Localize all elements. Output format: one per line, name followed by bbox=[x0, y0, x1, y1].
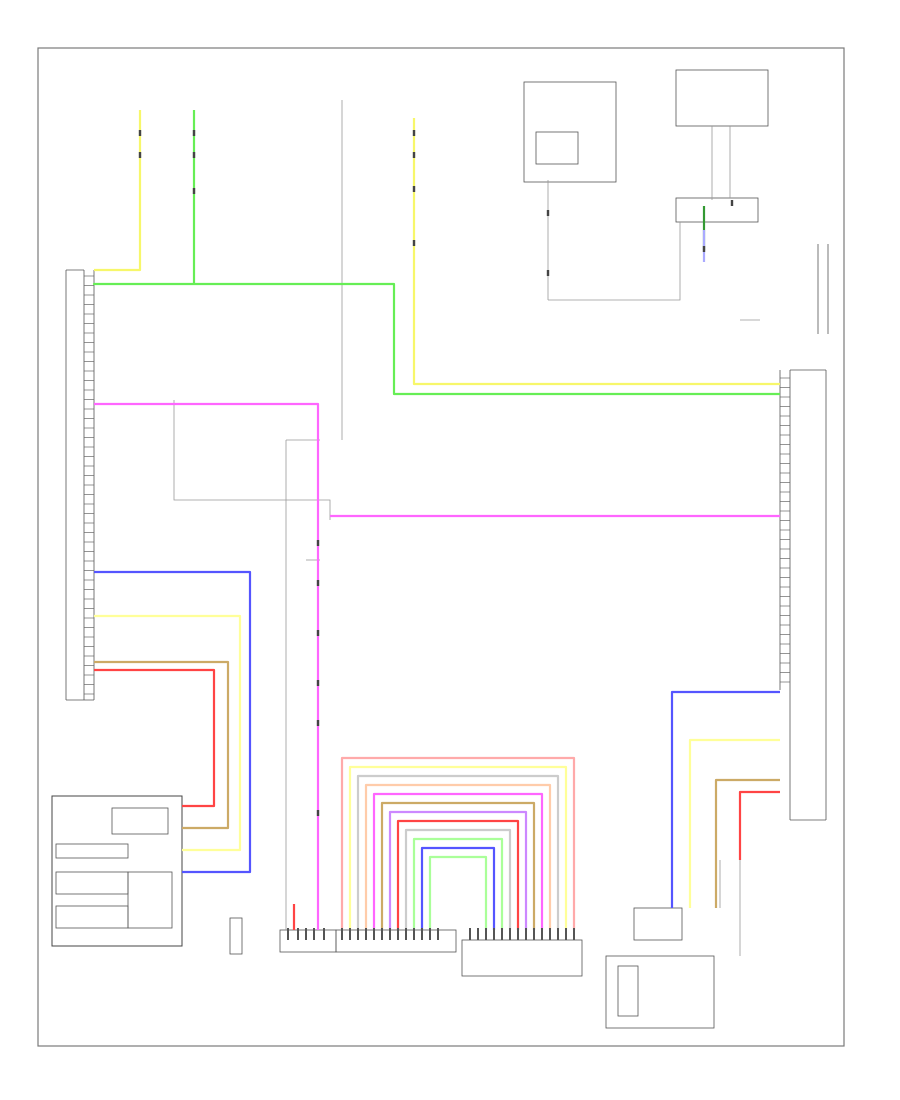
wire-red-left bbox=[94, 668, 216, 808]
wire-harness-10 bbox=[412, 837, 504, 930]
colored-wires bbox=[92, 110, 780, 940]
splice-mark bbox=[138, 152, 142, 158]
terminal-pin bbox=[405, 928, 407, 940]
main-junction-block-b bbox=[335, 929, 457, 953]
wire-harness-2 bbox=[348, 765, 568, 930]
terminal-pin bbox=[469, 928, 471, 940]
splice-mark bbox=[316, 580, 320, 586]
terminal-pin bbox=[313, 928, 315, 940]
splice-mark bbox=[316, 720, 320, 726]
terminal-pin bbox=[373, 928, 375, 940]
splice-mark bbox=[192, 130, 196, 136]
wire-harness-12 bbox=[428, 855, 488, 930]
wire-yellow-right-feed bbox=[412, 118, 780, 386]
terminal-pin bbox=[357, 928, 359, 940]
wire-blue-left bbox=[94, 570, 252, 874]
terminal-pin bbox=[421, 928, 423, 940]
splice-mark bbox=[316, 810, 320, 816]
splice-mark bbox=[730, 200, 734, 206]
wire-harness-4 bbox=[364, 783, 552, 930]
terminal-pin bbox=[323, 928, 325, 940]
terminal-pin bbox=[429, 928, 431, 940]
right-seat-motor-module bbox=[605, 955, 715, 1029]
left-seat-module bbox=[51, 795, 183, 947]
wire-magenta-center bbox=[94, 402, 320, 520]
wire-harness-6 bbox=[380, 801, 536, 930]
terminal-pin bbox=[349, 928, 351, 940]
terminal-pin bbox=[509, 928, 511, 940]
left-seat-motor-assembly bbox=[51, 795, 183, 947]
splice-mark bbox=[316, 680, 320, 686]
seat-switch-box bbox=[675, 197, 759, 223]
terminal-pin bbox=[381, 928, 383, 940]
wire-tan-left bbox=[94, 660, 230, 830]
terminal-pin bbox=[297, 928, 299, 940]
terminal-pin bbox=[413, 928, 415, 940]
body-control-box bbox=[523, 81, 617, 183]
splice-mark bbox=[546, 210, 550, 216]
splice-mark bbox=[316, 630, 320, 636]
splice-mark bbox=[138, 130, 142, 136]
terminal-pin bbox=[437, 928, 439, 940]
terminal-pin bbox=[389, 928, 391, 940]
terminal-pin bbox=[493, 928, 495, 940]
diagram-frame bbox=[37, 47, 845, 1047]
wire-yellow-left-feed bbox=[94, 110, 142, 272]
splice-mark bbox=[192, 188, 196, 194]
wire-yellow-left-b bbox=[94, 614, 242, 852]
seat-memory-module bbox=[461, 939, 583, 977]
wire-harness-3 bbox=[356, 774, 560, 930]
splice-mark bbox=[546, 270, 550, 276]
wire-green-main bbox=[92, 110, 780, 396]
terminal-pin bbox=[565, 928, 567, 940]
wire-harness-11 bbox=[420, 846, 496, 930]
body-control-inner bbox=[535, 131, 579, 165]
right-top-connector bbox=[817, 244, 829, 334]
wire-harness-1 bbox=[340, 756, 576, 930]
top-sources bbox=[523, 69, 769, 223]
splice-mark bbox=[192, 152, 196, 158]
gray-signal-lines bbox=[173, 100, 760, 956]
terminal-pin bbox=[533, 928, 535, 940]
terminal-pin bbox=[573, 928, 575, 940]
terminal-pin bbox=[365, 928, 367, 940]
terminal-pin bbox=[501, 928, 503, 940]
wire-yellow-right-b bbox=[688, 738, 780, 908]
bottom-connectors bbox=[229, 907, 715, 1029]
left-seat-ecu-connector bbox=[65, 269, 95, 701]
splice-mark bbox=[316, 540, 320, 546]
wire-harness-7 bbox=[388, 810, 528, 930]
terminal-pin bbox=[477, 928, 479, 940]
terminal-pin bbox=[341, 928, 343, 940]
splice-mark bbox=[412, 240, 416, 246]
terminal-pin bbox=[485, 928, 487, 940]
terminal-pin bbox=[305, 928, 307, 940]
memory-switch-box bbox=[675, 69, 769, 127]
splice-mark bbox=[412, 152, 416, 158]
splice-mark bbox=[412, 130, 416, 136]
splice-mark bbox=[412, 186, 416, 192]
right-seat-relay bbox=[633, 907, 683, 941]
terminal-pin bbox=[397, 928, 399, 940]
wire-tan-right bbox=[714, 778, 780, 908]
wire-blue-right bbox=[670, 690, 780, 908]
small-switch bbox=[229, 917, 243, 955]
terminal-pin bbox=[541, 928, 543, 940]
right-seat-ecu-connector bbox=[779, 369, 827, 821]
wire-harness-9 bbox=[404, 828, 512, 930]
splice-mark bbox=[702, 246, 706, 252]
wire-harness-8 bbox=[396, 819, 520, 930]
terminal-pin bbox=[557, 928, 559, 940]
terminal-pin bbox=[517, 928, 519, 940]
terminal-pin bbox=[287, 928, 289, 940]
wire-red-right bbox=[738, 790, 780, 860]
wire-harness-5 bbox=[372, 792, 544, 930]
terminal-pin bbox=[525, 928, 527, 940]
terminal-pin bbox=[549, 928, 551, 940]
